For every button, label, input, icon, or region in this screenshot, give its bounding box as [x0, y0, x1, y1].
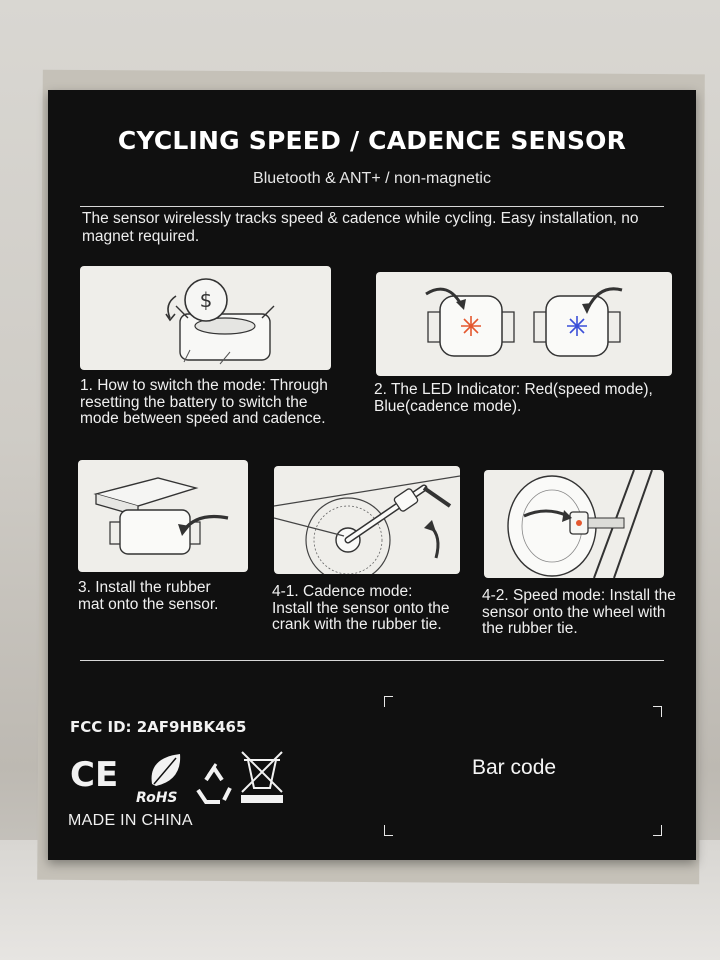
- step-1-illustration: $: [80, 266, 331, 370]
- step-1-caption: 1. How to switch the mode: Through reset…: [80, 377, 328, 427]
- step-4-2-caption: 4-2. Speed mode: Install the sensor onto…: [482, 587, 676, 637]
- rohs-mark: RoHS: [136, 790, 178, 806]
- weee-bin-icon: [241, 751, 283, 803]
- rubber-mat-icon: [93, 477, 229, 555]
- wheel-hub-mount-icon: [507, 470, 653, 578]
- barcode-corner-bottom-left: [384, 825, 393, 836]
- fcc-id: FCC ID: 2AF9HBK465: [70, 718, 247, 736]
- step-4-2-illustration: [484, 470, 664, 578]
- barcode-corner-top-right: [653, 706, 662, 717]
- barcode-area: Bar code: [384, 696, 662, 836]
- barcode-label: Bar code: [472, 756, 557, 779]
- red-led-icon: [461, 316, 481, 336]
- product-subtitle: Bluetooth & ANT+ / non-magnetic: [253, 170, 491, 187]
- svg-text:$: $: [200, 288, 213, 312]
- step-2-caption: 2. The LED Indicator: Red(speed mode), B…: [374, 381, 653, 415]
- barcode-corner-top-left: [384, 696, 393, 707]
- product-box-back: CYCLING SPEED / CADENCE SENSOR Bluetooth…: [48, 90, 696, 860]
- divider-top: [80, 206, 664, 207]
- rohs-leaf-icon: [151, 754, 181, 786]
- step-4-1-caption: 4-1. Cadence mode: Install the sensor on…: [272, 583, 450, 633]
- step-4-1-illustration: [274, 466, 460, 574]
- crank-mount-icon: [274, 475, 460, 574]
- barcode-corner-bottom-right: [653, 825, 662, 836]
- step-3-caption: 3. Install the rubber mat onto the senso…: [78, 579, 219, 613]
- led-indicator-icon: [425, 287, 623, 357]
- coin-battery-icon: $: [165, 278, 275, 365]
- made-in-label: MADE IN CHINA: [68, 812, 193, 829]
- divider-bottom: [80, 660, 664, 661]
- blue-led-icon: [567, 316, 587, 336]
- intro-text: The sensor wirelessly tracks speed & cad…: [82, 210, 639, 245]
- recycle-icon: [196, 763, 232, 804]
- certification-marks: CE RoHS: [70, 750, 290, 806]
- ce-mark: CE: [70, 755, 118, 795]
- step-3-illustration: [78, 460, 248, 572]
- product-title: CYCLING SPEED / CADENCE SENSOR: [117, 126, 627, 155]
- step-2-illustration: [376, 272, 672, 376]
